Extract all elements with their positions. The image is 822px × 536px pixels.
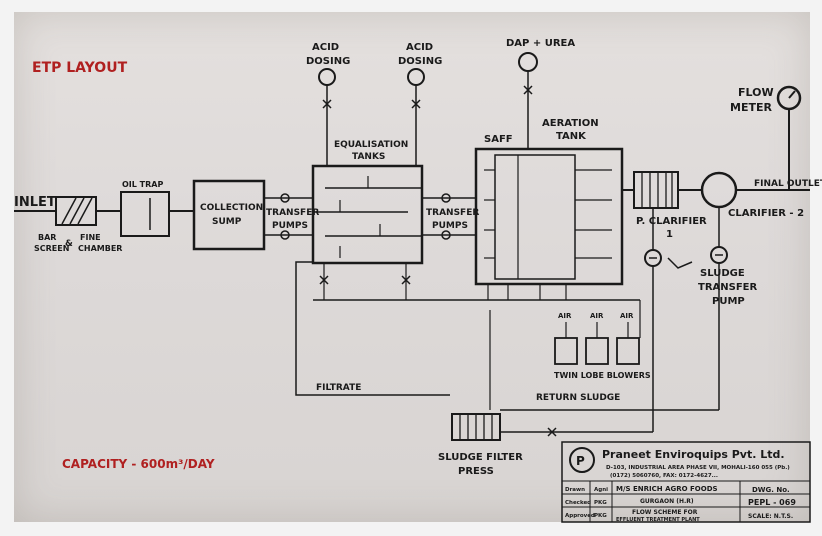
inlet-label: INLET [14, 195, 56, 210]
chamber-label: CHAMBER [78, 244, 122, 253]
p-clarifier-num: 1 [666, 229, 673, 240]
saff-media [494, 154, 576, 280]
bar-label: BAR [38, 233, 56, 242]
air-label-3: AIR [620, 312, 634, 320]
transfer-pumps-2-label2: PUMPS [432, 221, 468, 231]
sludge-filter-label: SLUDGE FILTER [438, 452, 523, 463]
aeration-tank [474, 147, 624, 286]
pump-icon [280, 193, 290, 203]
company-name: Praneet Enviroquips Pvt. Ltd. [602, 448, 785, 461]
company-logo-icon [569, 447, 595, 473]
flow-label: FLOW [738, 86, 774, 99]
pump-icon [441, 193, 451, 203]
oil-trap [120, 191, 170, 237]
aeration-tank-label: TANK [556, 131, 587, 142]
oil-trap-label: OIL TRAP [122, 180, 163, 189]
collection-label: COLLECTION [200, 203, 263, 213]
screen-label: SCREEN [34, 244, 69, 253]
transfer-pumps-1-label2: PUMPS [272, 221, 308, 231]
valve-icon [319, 275, 329, 285]
clarifier-2-label: CLARIFIER - 2 [728, 208, 804, 219]
screen-bar [77, 197, 93, 225]
blower-2 [585, 337, 609, 365]
dap-urea-tank [518, 52, 538, 72]
air-label-1: AIR [558, 312, 572, 320]
checked-by: PKG [594, 500, 607, 506]
tanks-label: TANKS [352, 152, 385, 162]
approved-by: PKG [594, 513, 607, 519]
sump-label: SUMP [212, 217, 242, 227]
logo-letter-icon: P [576, 454, 585, 468]
sludge-transfer-label: TRANSFER [698, 282, 757, 293]
capacity-label: CAPACITY - 600m³/DAY [62, 457, 215, 471]
equalisation-label: EQUALISATION [334, 140, 408, 150]
approved-label: Approved [565, 513, 595, 519]
transfer-pumps-1-label: TRANSFER [266, 208, 319, 218]
collection-sump [192, 179, 266, 251]
transfer-pumps-2-label: TRANSFER [426, 208, 479, 218]
valve-icon [523, 85, 533, 95]
dwg-number: PEPL - 069 [748, 498, 796, 507]
clarifier-2 [700, 171, 738, 209]
scale-label: SCALE: N.T.S. [748, 513, 793, 520]
client-location: GURGAON (H.R) [640, 498, 694, 505]
press-label: PRESS [458, 466, 494, 477]
acid-dosing-2-label2: DOSING [398, 56, 442, 67]
equalisation-tanks [311, 164, 424, 265]
dwg-label: DWG. No. [752, 486, 790, 494]
sludge-pump-label: PUMP [712, 296, 745, 307]
aeration-label: AERATION [542, 118, 599, 129]
screen-bar [61, 197, 77, 225]
pump-icon [441, 230, 451, 240]
valve-icon [411, 99, 421, 109]
desc-line-2: EFFLUENT TREATMENT PLANT [616, 517, 700, 523]
acid-dosing-2-tank [407, 68, 425, 86]
filtrate-label: FILTRATE [316, 383, 361, 393]
acid-dosing-1-label: ACID [312, 42, 339, 53]
valve-icon [322, 99, 332, 109]
dap-urea-label: DAP + UREA [506, 38, 575, 49]
screen-bar [69, 197, 85, 225]
acid-dosing-2-label: ACID [406, 42, 433, 53]
desc-line-1: FLOW SCHEME FOR [632, 509, 698, 516]
title-block [561, 441, 811, 523]
flow-meter-needle [788, 90, 796, 99]
blowers-label: TWIN LOBE BLOWERS [554, 371, 651, 380]
air-label-2: AIR [590, 312, 604, 320]
diagram-title: ETP LAYOUT [32, 60, 128, 76]
p-clarifier-label: P. CLARIFIER [636, 216, 707, 227]
return-sludge-label: RETURN SLUDGE [536, 393, 620, 403]
pump-icon [280, 230, 290, 240]
blower-1 [554, 337, 578, 365]
company-address-2: (0172) 5060760, FAX: 0172-4627... [610, 473, 718, 479]
company-address-1: D-103, INDUSTRIAL AREA PHASE VII, MOHALI… [606, 465, 790, 471]
valve-icon [401, 275, 411, 285]
meter-label: METER [730, 101, 772, 114]
fine-label: FINE [80, 233, 101, 242]
drawn-label: Drawn [565, 487, 585, 493]
checked-label: Checked [565, 500, 591, 506]
sludge-label: SLUDGE [700, 268, 745, 279]
acid-dosing-1-label2: DOSING [306, 56, 350, 67]
blower-3 [616, 337, 640, 365]
filtrate-line [295, 261, 450, 396]
drawn-by: Agni [594, 487, 608, 493]
client-name: M/S ENRICH AGRO FOODS [616, 485, 718, 493]
amp-label: & [65, 239, 73, 249]
saff-label: SAFF [484, 134, 513, 145]
valve-icon [547, 427, 557, 437]
acid-dosing-1-tank [318, 68, 336, 86]
connector [667, 257, 693, 269]
